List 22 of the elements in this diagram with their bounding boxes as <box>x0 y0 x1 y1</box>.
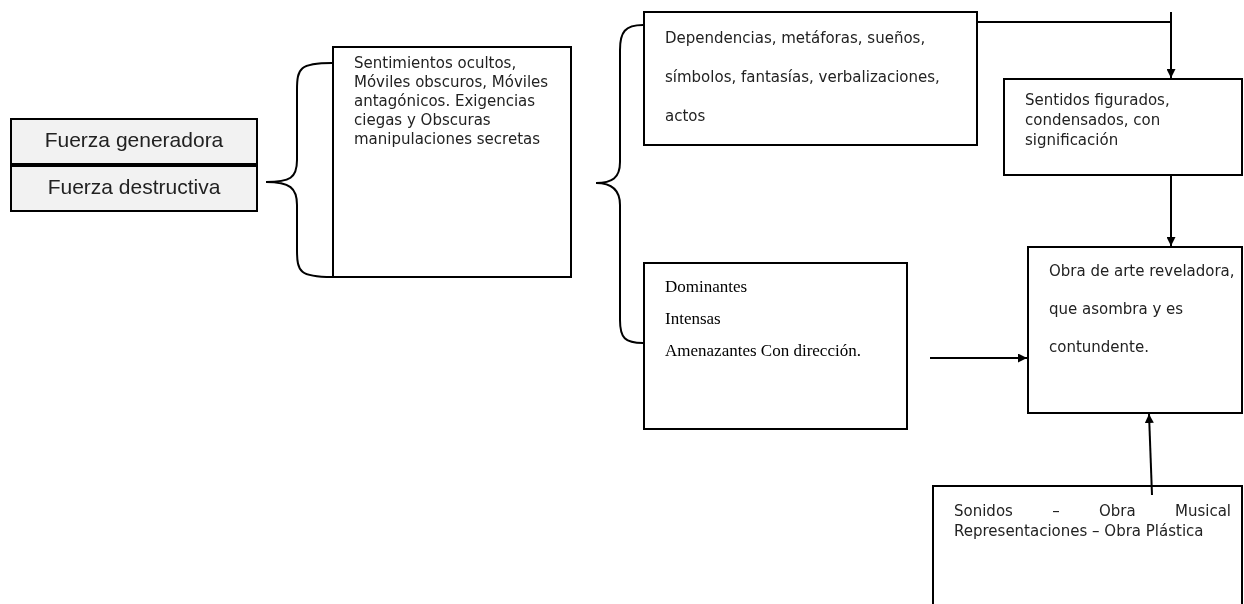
text-box <box>1027 246 1243 414</box>
text-box <box>932 485 1243 604</box>
box-text: Sonidos – Obra Musical Representaciones – Obra Plástica <box>954 501 1231 541</box>
text-box <box>10 165 258 212</box>
box-text: Sentidos figurados, condensados, con significación <box>1025 90 1171 150</box>
arrow <box>977 21 1176 79</box>
text-box <box>643 11 978 146</box>
box-text: Amenazantes Con dirección. <box>665 340 862 362</box>
arrow <box>1144 413 1154 496</box>
box-text: Fuerza generadora <box>44 127 224 153</box>
box-text: Intensas <box>665 308 722 330</box>
box-text: Obra de arte reveladora, que asombra y es contundente. <box>1049 261 1236 358</box>
text-box <box>10 118 258 165</box>
arrow <box>1166 175 1176 247</box>
text-box <box>1003 78 1243 176</box>
box-text: Dominantes <box>665 276 749 298</box>
box-text: Fuerza destructiva <box>47 174 221 200</box>
box-text: Sentimientos ocultos, Móviles obscuros, Móviles antagónicos. Exigencias ciegas y Obscuras manipulaciones secretas <box>354 54 550 149</box>
text-box <box>643 262 908 430</box>
box-text: Dependencias, metáforas, sueños, símbolos, fantasías, verbalizaciones, actos <box>665 28 941 127</box>
text-box <box>332 46 572 278</box>
arrow <box>929 353 1028 363</box>
